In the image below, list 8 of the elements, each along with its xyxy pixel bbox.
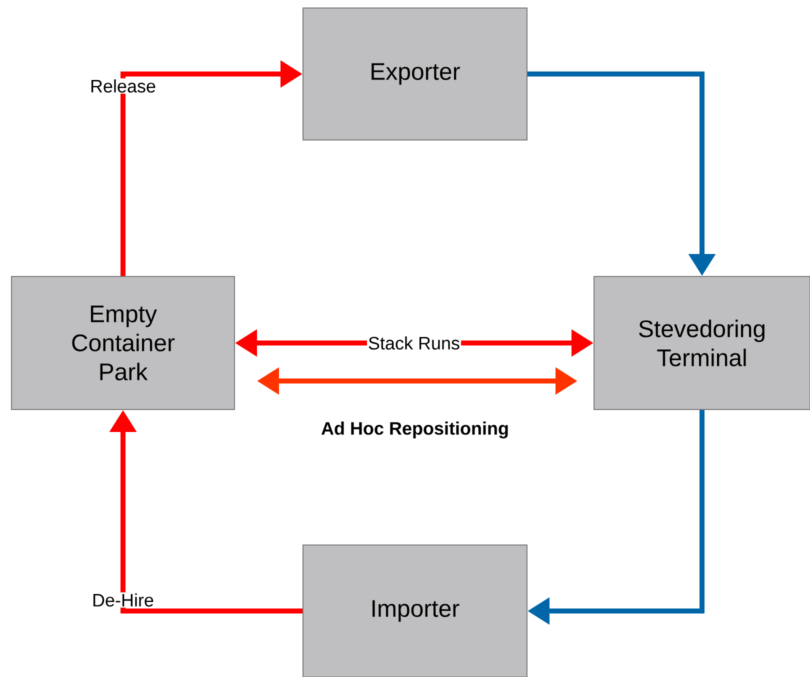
edge-label: Stack Runs [366, 335, 462, 351]
process-box: Exporter [302, 8, 528, 140]
edge-label: De-Hire [91, 592, 155, 608]
process-box: Importer [302, 544, 528, 677]
process-box: Empty Container Park [11, 276, 235, 410]
edge-label: Ad Hoc Repositioning [321, 422, 508, 438]
edge-label: Release [88, 78, 158, 94]
process-box: Stevedoring Terminal [594, 276, 810, 410]
